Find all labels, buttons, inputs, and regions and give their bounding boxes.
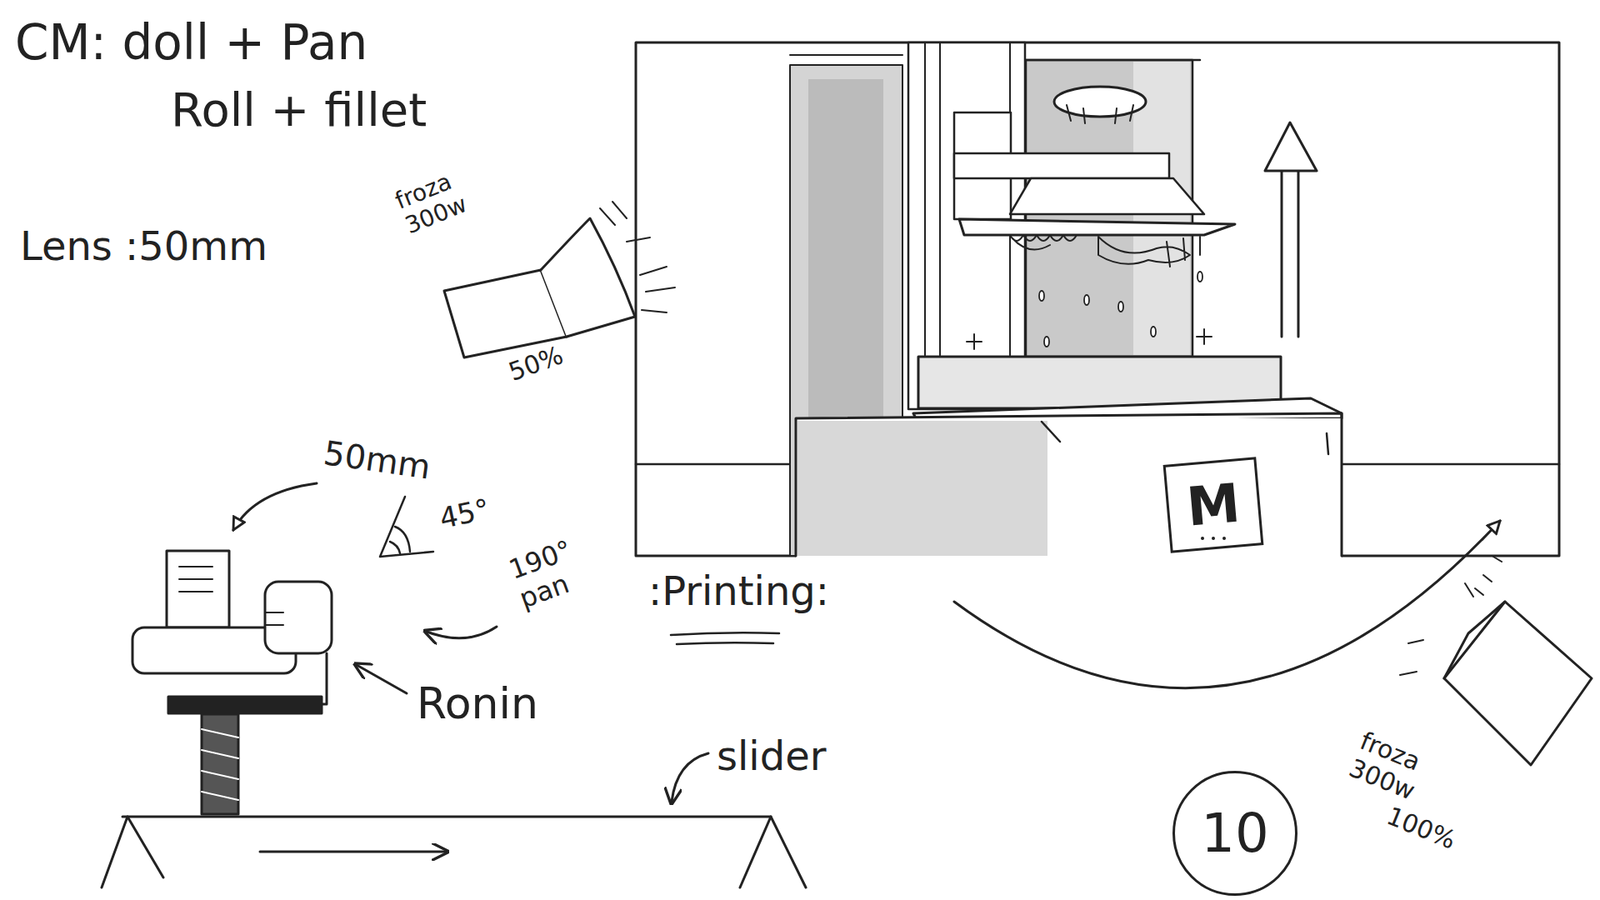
- logo-box: M: [1163, 456, 1265, 553]
- resin-drip: [1197, 271, 1203, 282]
- body-edge: [1041, 421, 1060, 442]
- resin-drip: [1084, 295, 1090, 305]
- lens-arrow: [233, 483, 317, 530]
- move-arc: [954, 520, 1500, 689]
- light-barn-door: [1444, 601, 1505, 679]
- printer-body: [795, 413, 1342, 556]
- z-rail: [939, 42, 941, 400]
- window-top: [1025, 59, 1200, 62]
- body-mark: [1326, 433, 1329, 455]
- sketch-note: 45°: [436, 492, 493, 535]
- resin-drip: [1118, 301, 1124, 312]
- resin-drip: [1039, 290, 1045, 301]
- printer-body-fill: [795, 418, 1342, 560]
- z-rail: [924, 42, 926, 400]
- node-text: 10: [1200, 806, 1269, 860]
- sketch-note: Roll + fillet: [170, 83, 427, 137]
- handle-grip: [201, 729, 239, 800]
- arc-tick: [1475, 556, 1502, 595]
- light-rays: [600, 201, 675, 313]
- z-arm: [954, 153, 1170, 179]
- resin-drips: [1039, 271, 1203, 347]
- slider-arrow: [671, 753, 709, 802]
- knob-grip: [1066, 105, 1134, 124]
- angle-mark: [380, 496, 434, 557]
- plus-mark: [966, 329, 1212, 350]
- logo-dot: [1222, 536, 1226, 540]
- slide-arrow: [260, 850, 446, 854]
- sketch-note: 50mm: [321, 433, 434, 486]
- sketch-note: froza 300w: [1345, 726, 1452, 815]
- pan-arrow: [426, 626, 497, 639]
- resin-drip: [1150, 326, 1156, 337]
- sketch-note: :Printing:: [648, 568, 830, 615]
- node-text: M: [1184, 475, 1242, 534]
- sketch-note: froza 300w: [391, 155, 497, 240]
- sketch-note: Lens :50mm: [20, 223, 268, 270]
- sketch-note: slider: [716, 733, 826, 780]
- ronin-arrow: [356, 665, 407, 694]
- title-underline: [670, 632, 780, 645]
- sketch-note: 100%: [1382, 801, 1460, 855]
- sketch-note: 190° pan: [505, 530, 597, 615]
- gimbal-base: [168, 696, 322, 714]
- up-arrow: [1265, 122, 1317, 337]
- printed-part: [1098, 236, 1200, 267]
- camera-detail: [179, 566, 213, 592]
- sketch-note: Ronin: [416, 679, 539, 730]
- logo-dot: [1211, 536, 1215, 540]
- floor-line: [635, 463, 796, 466]
- light-rays: [1400, 583, 1474, 675]
- resin-drip: [1044, 336, 1050, 347]
- camera-lens: [265, 581, 332, 654]
- scene-number: 10: [1172, 770, 1298, 896]
- lens-ring: [265, 612, 284, 625]
- floor-line: [1341, 463, 1560, 466]
- slider-leg: [740, 816, 806, 888]
- gimbal-handle: [201, 714, 239, 815]
- plate-cone: [1010, 178, 1205, 215]
- printer-body-shade: [797, 420, 1048, 556]
- slider-rail: [122, 815, 771, 819]
- camera-body-top: [166, 550, 230, 628]
- light-face: [1444, 601, 1592, 765]
- sketch-note: CM: doll + Pan: [15, 15, 368, 71]
- wall-top: [790, 54, 903, 56]
- logo-dot: [1200, 536, 1205, 540]
- light-barn-door: [540, 218, 635, 337]
- printed-part: [1010, 235, 1077, 250]
- slider-leg: [101, 816, 164, 888]
- build-plate: [959, 219, 1235, 235]
